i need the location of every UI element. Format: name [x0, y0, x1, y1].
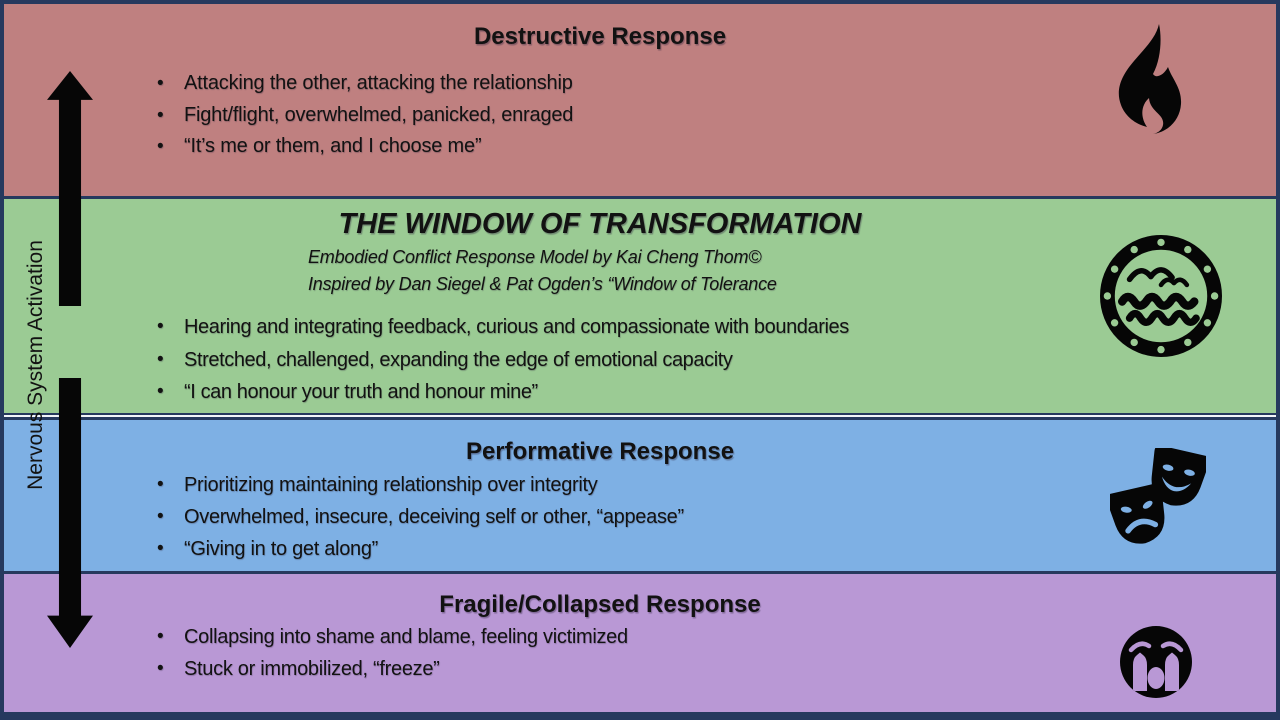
fragile-bullet-list: Collapsing into shame and blame, feeling… — [150, 621, 1086, 685]
destructive-response-title: Destructive Response — [473, 23, 727, 50]
nervous-system-activation-label: Nervous System Activation — [24, 240, 47, 490]
crying-face-icon — [1120, 626, 1192, 698]
bullet-item: Hearing and integrating feedback, curiou… — [150, 311, 1086, 344]
bullet-item: Overwhelmed, insecure, deceiving self or… — [150, 501, 1086, 533]
bullet-item: Prioritizing maintaining relationship ov… — [150, 469, 1086, 501]
theater-masks-icon — [1110, 448, 1206, 544]
porthole-waves-icon — [1100, 235, 1222, 357]
window-bullet-list: Hearing and integrating feedback, curiou… — [150, 311, 1086, 409]
destructive-bullet-list: Attacking the other, attacking the relat… — [150, 68, 1086, 163]
bullet-item: Fight/flight, overwhelmed, panicked, enr… — [150, 100, 1086, 132]
band-fragile-collapsed-response: Fragile/Collapsed Response Collapsing in… — [4, 574, 1276, 712]
band-divider-hairline — [4, 415, 1276, 417]
performative-bullet-list: Prioritizing maintaining relationship ov… — [150, 469, 1086, 565]
window-subtitle-line1: Embodied Conflict Response Model by Kai … — [308, 247, 762, 267]
performative-response-title: Performative Response — [465, 438, 735, 465]
bullet-item: “It’s me or them, and I choose me” — [150, 131, 1086, 163]
bullet-item: Attacking the other, attacking the relat… — [150, 68, 1086, 100]
band-window-of-transformation: THE WINDOW OF TRANSFORMATION Embodied Co… — [4, 199, 1276, 413]
bullet-item: “I can honour your truth and honour mine… — [150, 376, 1086, 409]
bullet-item: Stretched, challenged, expanding the edg… — [150, 344, 1086, 377]
window-subtitle-line2: Inspired by Dan Siegel & Pat Ogden’s “Wi… — [308, 274, 777, 294]
band-destructive-response: Destructive Response Attacking the other… — [4, 4, 1276, 196]
bullet-item: Collapsing into shame and blame, feeling… — [150, 621, 1086, 653]
bullet-item: “Giving in to get along” — [150, 533, 1086, 565]
bullet-item: Stuck or immobilized, “freeze” — [150, 653, 1086, 685]
window-of-transformation-title: THE WINDOW OF TRANSFORMATION — [338, 208, 862, 240]
flame-icon — [1118, 24, 1182, 134]
fragile-collapsed-response-title: Fragile/Collapsed Response — [439, 591, 761, 618]
band-performative-response: Performative Response Prioritizing maint… — [4, 420, 1276, 571]
